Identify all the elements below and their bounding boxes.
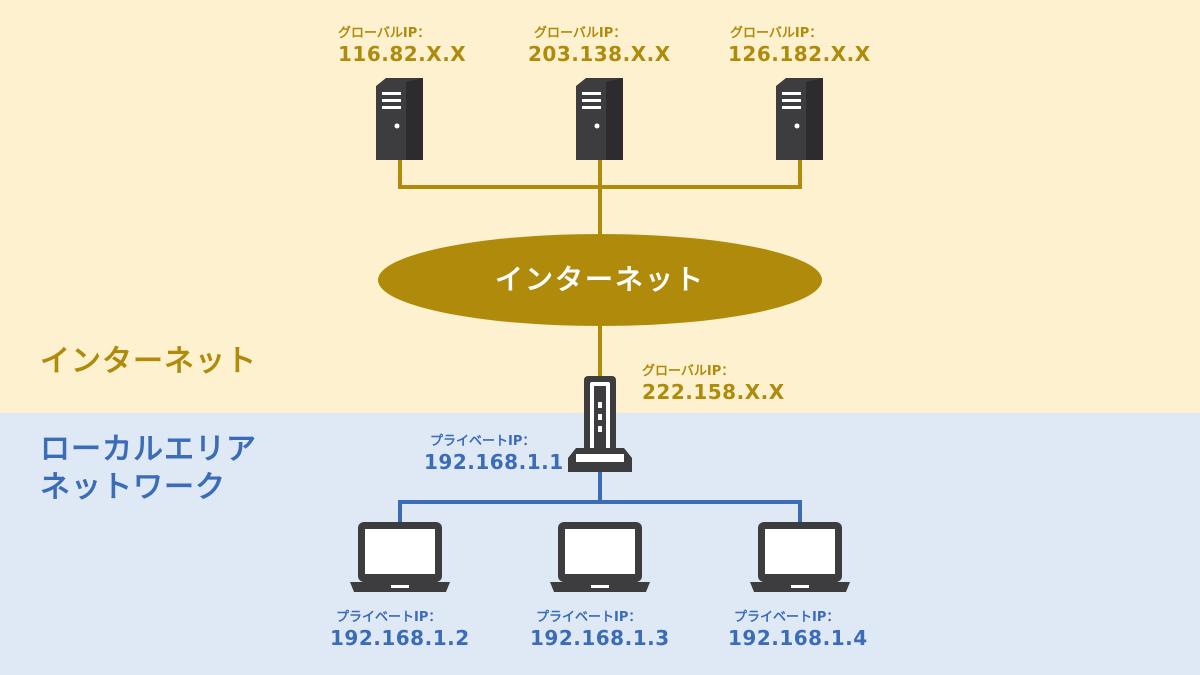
router-icon [568, 376, 632, 472]
laptop-1-ip-value: 192.168.1.2 [330, 626, 470, 650]
internet-zone-title: インターネット [40, 344, 257, 379]
server-2-ip-caption: グローバルIP： [534, 26, 627, 41]
server-3-ip-caption: グローバルIP： [730, 26, 823, 41]
router-private-ip-caption: プライベートIP： [430, 434, 536, 449]
lan-zone-title-line1: ローカルエリア [40, 432, 257, 467]
server-3-icon [776, 78, 823, 160]
server-2-ip-value: 203.138.X.X [528, 42, 671, 66]
laptop-1-icon [350, 522, 450, 592]
lan-connections [398, 472, 802, 525]
laptop-3-ip-caption: プライベートIP： [734, 610, 840, 625]
laptop-2-ip-value: 192.168.1.3 [530, 626, 670, 650]
server-1-icon [376, 78, 423, 160]
laptop-2-icon [550, 522, 650, 592]
internet-cloud-label: インターネット [494, 263, 706, 296]
server-1-ip-value: 116.82.X.X [338, 42, 467, 66]
server-2-icon [576, 78, 623, 160]
router-private-ip-value: 192.168.1.1 [424, 450, 564, 474]
server-1-ip-caption: グローバルIP： [338, 26, 431, 41]
router-global-ip-value: 222.158.X.X [642, 380, 785, 404]
internet-cloud [378, 234, 822, 326]
router-global-ip-caption: グローバルIP： [642, 364, 735, 379]
laptop-2-ip-caption: プライベートIP： [536, 610, 642, 625]
laptop-1-ip-caption: プライベートIP： [336, 610, 442, 625]
lan-zone-title-line2: ネットワーク [40, 470, 226, 505]
server-3-ip-value: 126.182.X.X [728, 42, 871, 66]
laptop-3-ip-value: 192.168.1.4 [728, 626, 868, 650]
laptop-3-icon [750, 522, 850, 592]
internet-connections [398, 160, 802, 378]
